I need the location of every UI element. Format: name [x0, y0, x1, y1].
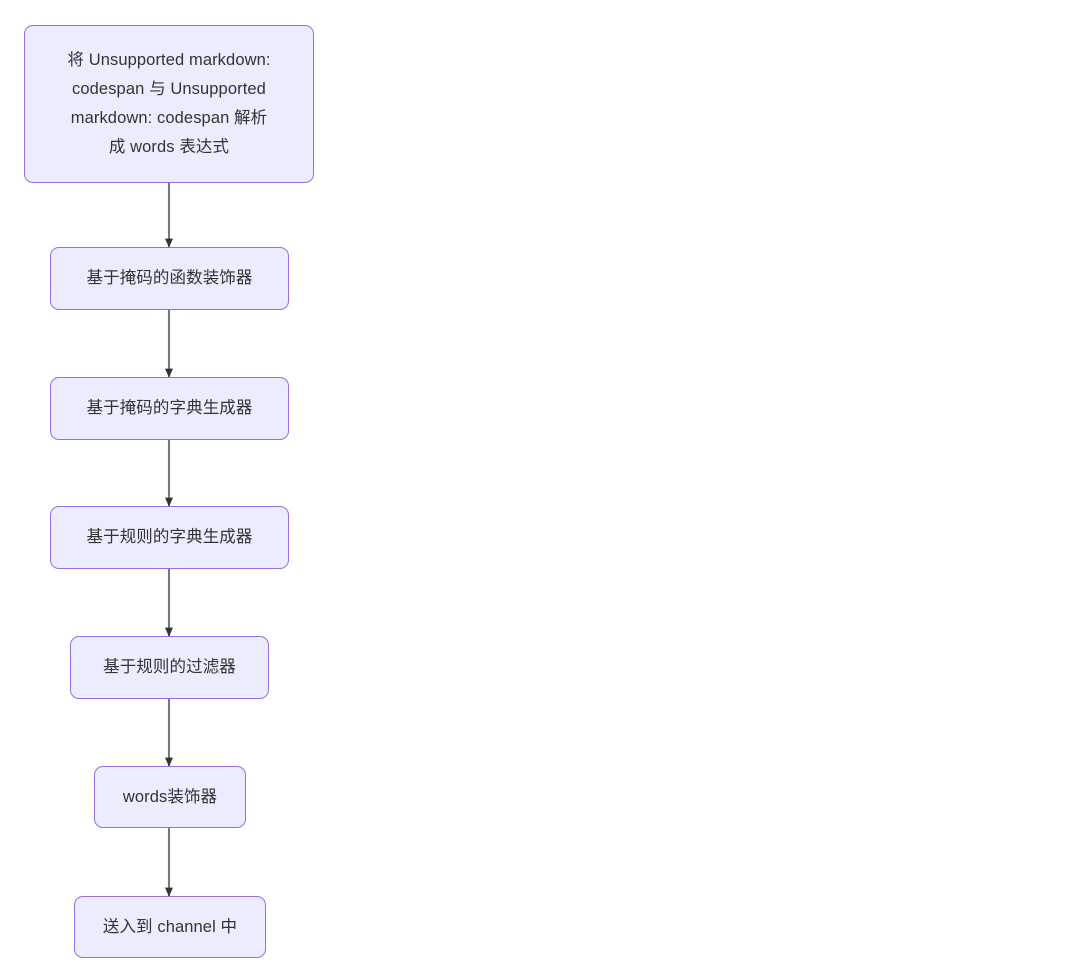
flow-node-label: 基于规则的字典生成器: [86, 528, 253, 546]
flow-node[interactable]: 送入到 channel 中: [74, 896, 266, 958]
flow-node-label: words装饰器: [122, 787, 218, 806]
flow-node[interactable]: words装饰器: [94, 766, 246, 828]
flow-node[interactable]: 基于规则的字典生成器: [50, 506, 289, 569]
flow-node[interactable]: 将 Unsupported markdown: codespan 与 Unsup…: [24, 25, 314, 183]
flow-node-label: 将 Unsupported markdown: codespan 与 Unsup…: [67, 51, 271, 156]
flow-node[interactable]: 基于规则的过滤器: [70, 636, 269, 699]
flow-node[interactable]: 基于掩码的字典生成器: [50, 377, 289, 440]
flow-node[interactable]: 基于掩码的函数装饰器: [50, 247, 289, 310]
flow-node-label: 基于掩码的字典生成器: [86, 399, 253, 417]
flow-node-label: 送入到 channel 中: [102, 917, 238, 936]
flow-node-label: 基于规则的过滤器: [103, 658, 236, 676]
flow-node-label: 基于掩码的函数装饰器: [86, 269, 253, 287]
